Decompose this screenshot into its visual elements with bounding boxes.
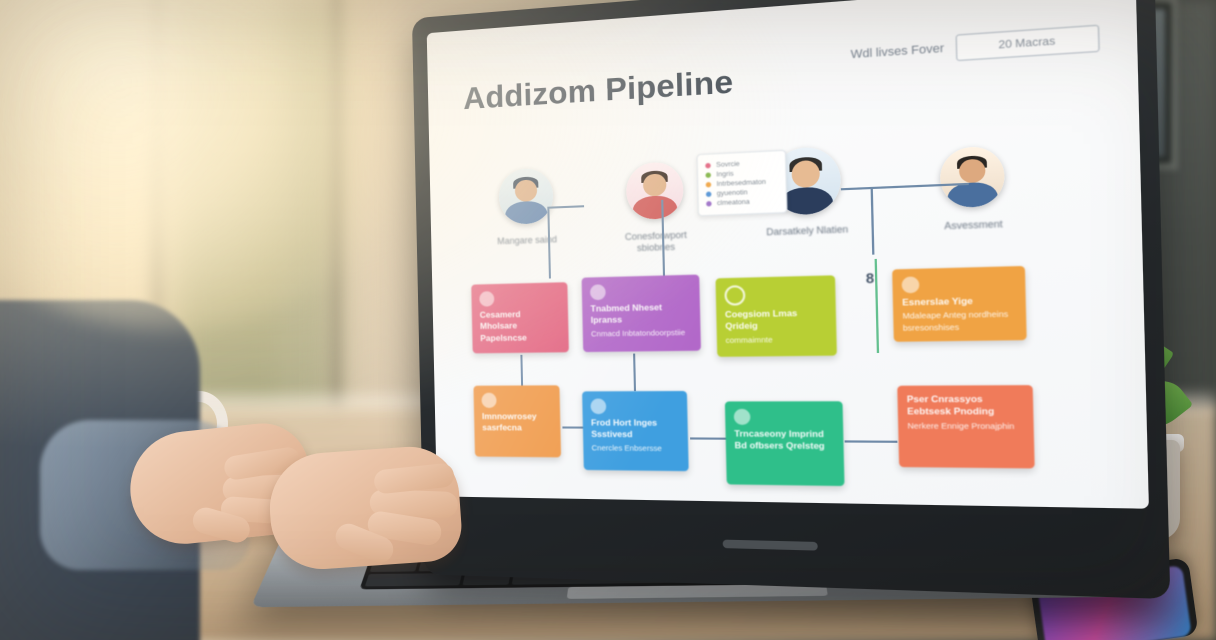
node-title: Imnnowrosey sasrfecna: [481, 411, 537, 433]
legend-label: clmeatona: [716, 198, 750, 208]
node-title: Cesamerd Mholsare Papelsncse: [479, 308, 527, 344]
right-hand: [266, 443, 464, 573]
legend-label: Intrbesedmaton: [716, 178, 766, 189]
legend-dot: [705, 172, 711, 178]
legend-dot: [705, 181, 712, 188]
node-title: Esnerslae Yige: [902, 295, 973, 308]
person: [0, 300, 464, 640]
pipeline-node[interactable]: Imnnowrosey sasrfecna: [473, 385, 562, 458]
pipeline-node[interactable]: Pser Cnrassyos Eebtsesk Pnoding Nerkere …: [897, 385, 1035, 469]
slide-header-right: Wdl livses Fover 20 Macras: [850, 24, 1100, 68]
shield-icon: [479, 291, 495, 307]
connector: [844, 440, 898, 443]
connector: [633, 353, 637, 392]
connector: [520, 354, 524, 388]
pipeline-node[interactable]: Frod Hort Inges Ssstivesd Cnercles Enbse…: [582, 390, 689, 472]
legend-label: gyuenotin: [716, 188, 748, 198]
node-title: Tnabmed Nheset Ipranss: [590, 301, 663, 326]
cloud-icon: [590, 398, 607, 415]
connector: [562, 426, 585, 429]
laptop-chin: [422, 496, 1169, 574]
avatar-label: Asvessment: [944, 218, 1003, 232]
pipeline-node[interactable]: Tnabmed Nheset Ipranss Cnmacd Inbtatondo…: [581, 274, 701, 353]
spark-icon: [481, 392, 497, 408]
avatar: [625, 161, 684, 221]
avatar: [498, 167, 554, 225]
connector: [874, 258, 880, 354]
ring-icon: [724, 285, 746, 306]
page-title: Addizom Pipeline: [462, 62, 734, 117]
node-subtitle: commaimnte: [725, 334, 773, 346]
legend-label: Sovrcie: [716, 160, 740, 170]
legend-dot: [705, 191, 712, 198]
node-title: Frod Hort Inges Ssstivesd: [590, 417, 658, 440]
node-subtitle: Nerkere Ennige Pronajphin: [907, 420, 1015, 432]
pipeline-node[interactable]: Cesamerd Mholsare Papelsncse: [471, 282, 569, 354]
bolt-icon: [589, 284, 606, 301]
laptop-lid: Addizom Pipeline Wdl livses Fover 20 Mac…: [411, 0, 1171, 600]
node-title: Pser Cnrassyos Eebtsesk Pnoding: [906, 393, 995, 418]
legend: Sovrcie Ingris Intrbesedmaton gyuenotin …: [696, 149, 788, 217]
avatar-label: Conesforwport sbiobnes: [624, 229, 687, 254]
node-subtitle: Mdaleape Anteg nordheins bsresonshises: [902, 309, 1009, 333]
pipeline-node[interactable]: Esnerslae Yige Mdaleape Anteg nordheins …: [892, 265, 1027, 342]
connector: [547, 205, 585, 209]
laptop-screen[interactable]: Addizom Pipeline Wdl livses Fover 20 Mac…: [426, 0, 1149, 509]
avatar-label: Mangare saind: [497, 234, 558, 247]
connector: [870, 186, 875, 255]
legend-dot: [705, 162, 711, 169]
node-title: Coegsiom Lmas Qrideig: [724, 307, 798, 332]
step-badge: 8: [865, 269, 875, 287]
header-pill[interactable]: 20 Macras: [955, 24, 1100, 62]
avatar-label: Darsatkely Nlatien: [766, 223, 849, 238]
legend-dot: [706, 201, 712, 207]
pipeline-node[interactable]: Coegsiom Lmas Qrideig commaimnte: [715, 275, 837, 357]
presentation-slide: Addizom Pipeline Wdl livses Fover 20 Mac…: [426, 0, 1149, 509]
header-label: Wdl livses Fover: [850, 42, 945, 62]
gear-icon: [901, 276, 920, 294]
pipeline-node[interactable]: Trncaseony Imprind Bd ofbsers Qrelsteg: [724, 401, 845, 487]
legend-label: Ingris: [716, 170, 734, 179]
avatar: [939, 145, 1006, 209]
connector: [690, 437, 727, 440]
node-title: Trncaseony Imprind Bd ofbsers Qrelsteg: [734, 428, 825, 452]
node-subtitle: Cnercles Enbsersse: [591, 443, 662, 453]
node-subtitle: Cnmacd Inbtatondoorpstiie: [590, 327, 686, 339]
target-icon: [733, 408, 751, 425]
